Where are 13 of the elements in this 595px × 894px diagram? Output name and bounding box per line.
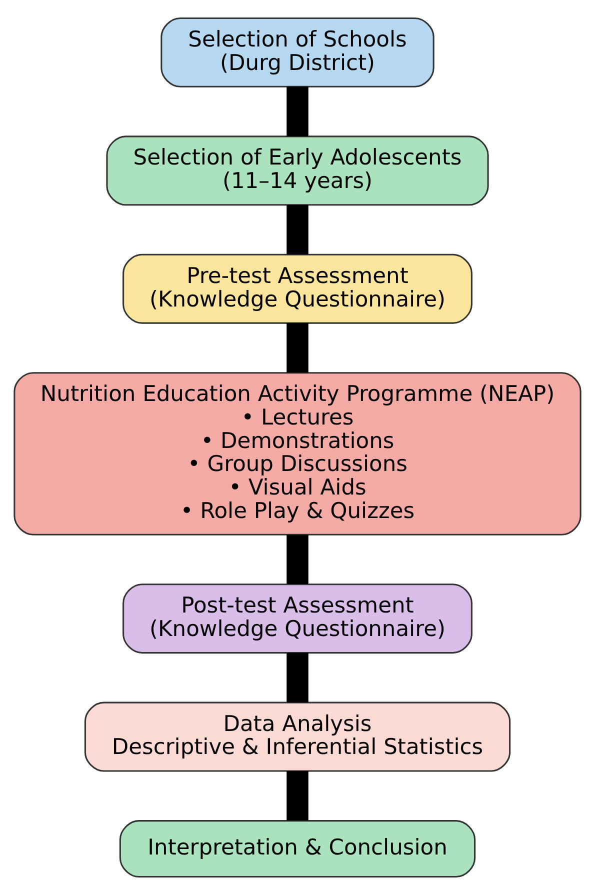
node-box: Pre-test Assessment (Knowledge Questionnaire) — [122, 253, 472, 324]
node-box: Data Analysis Descriptive & Inferential Statistics — [84, 701, 511, 772]
node-box: Selection of Early Adolescents (11–14 years) — [106, 135, 489, 206]
node-box: Interpretation & Conclusion — [119, 820, 476, 878]
connector — [286, 652, 308, 702]
connector — [286, 770, 308, 820]
connector — [286, 86, 308, 136]
node-box: Post-test Assessment (Knowledge Questionnaire) — [122, 583, 472, 654]
node-box: Selection of Schools (Durg District) — [160, 16, 434, 87]
connector — [286, 534, 308, 584]
node-box: Nutrition Education Activity Programme (NEAP) • Lectures • Demonstrations • Group Discussions • Visual Aids • Role Play & Quizzes — [14, 372, 582, 535]
connector — [286, 204, 308, 254]
connector — [286, 322, 308, 372]
